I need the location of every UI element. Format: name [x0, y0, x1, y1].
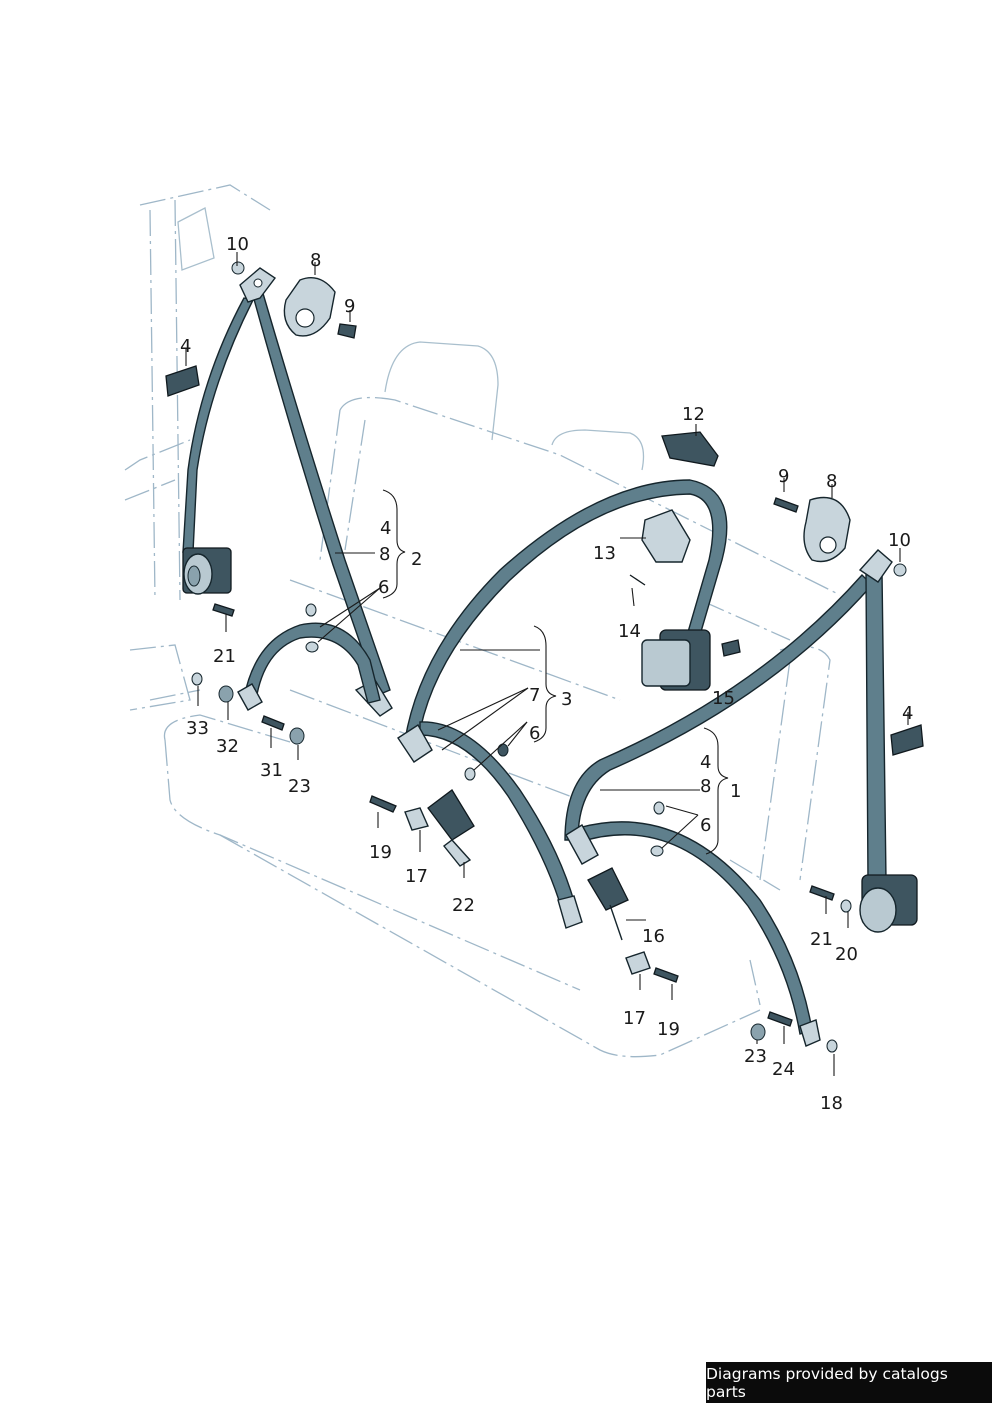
callout-22: 22	[452, 895, 475, 916]
callout-8: 8	[310, 250, 321, 271]
right-upper-anchor	[858, 549, 893, 583]
callout-21: 21	[213, 646, 236, 667]
callout-6: 6	[378, 577, 389, 598]
callout-31: 31	[260, 760, 283, 781]
center-buckle	[427, 789, 475, 841]
callout-23: 23	[288, 776, 311, 797]
left-seat-belt-assembly	[165, 261, 393, 745]
callout-33: 33	[186, 718, 209, 739]
center-retractor	[641, 629, 711, 691]
callout-13: 13	[593, 543, 616, 564]
body-pillar-outline	[124, 184, 271, 711]
right-seat-belt-assembly	[564, 496, 924, 1053]
callout-15: 15	[712, 688, 735, 709]
callout-21: 21	[810, 929, 833, 950]
callout-9: 9	[778, 466, 789, 487]
callout-4: 4	[180, 336, 191, 357]
cover-cap-left	[165, 365, 200, 397]
callout-32: 32	[216, 736, 239, 757]
callout-labels: 10 8 9 4 4 8 2 6 21 33 32 31 23 12 13 14…	[180, 234, 913, 1114]
leader-lines	[185, 252, 909, 1076]
callout-18: 18	[820, 1093, 843, 1114]
rear-seat-outline	[163, 341, 841, 1058]
callout-17: 17	[623, 1008, 646, 1029]
callout-16: 16	[642, 926, 665, 947]
callout-4: 4	[380, 518, 391, 539]
callout-17: 17	[405, 866, 428, 887]
callout-19: 19	[657, 1019, 680, 1040]
callout-8: 8	[826, 471, 837, 492]
credit-banner: Diagrams provided by catalogs parts	[706, 1362, 992, 1403]
callout-3: 3	[561, 689, 572, 710]
callout-8: 8	[379, 544, 390, 565]
center-seat-belt-assembly	[369, 431, 741, 929]
callout-6: 6	[700, 815, 711, 836]
belt-guide-right	[803, 496, 851, 563]
right-belt-tongue	[565, 824, 599, 865]
callout-19: 19	[369, 842, 392, 863]
callout-24: 24	[772, 1059, 795, 1080]
callout-7: 7	[529, 685, 540, 706]
center-floor-anchor	[557, 895, 583, 929]
cover-cap-right	[890, 724, 924, 756]
center-bracket	[641, 509, 691, 563]
callout-14: 14	[618, 621, 641, 642]
center-belt-tongue	[397, 724, 433, 763]
callout-1: 1	[730, 781, 741, 802]
callout-12: 12	[682, 404, 705, 425]
callout-6: 6	[529, 723, 540, 744]
callout-23: 23	[744, 1046, 767, 1067]
right-retractor	[859, 874, 918, 933]
callout-10: 10	[888, 530, 911, 551]
callout-2: 2	[411, 549, 422, 570]
callout-20: 20	[835, 944, 858, 965]
left-retractor	[182, 547, 232, 595]
callout-4: 4	[902, 703, 913, 724]
callout-8: 8	[700, 776, 711, 797]
callout-9: 9	[344, 296, 355, 317]
center-cover	[661, 431, 719, 467]
callout-4: 4	[700, 752, 711, 773]
belt-guide-left	[283, 277, 336, 337]
callout-10: 10	[226, 234, 249, 255]
right-buckle	[587, 867, 629, 911]
